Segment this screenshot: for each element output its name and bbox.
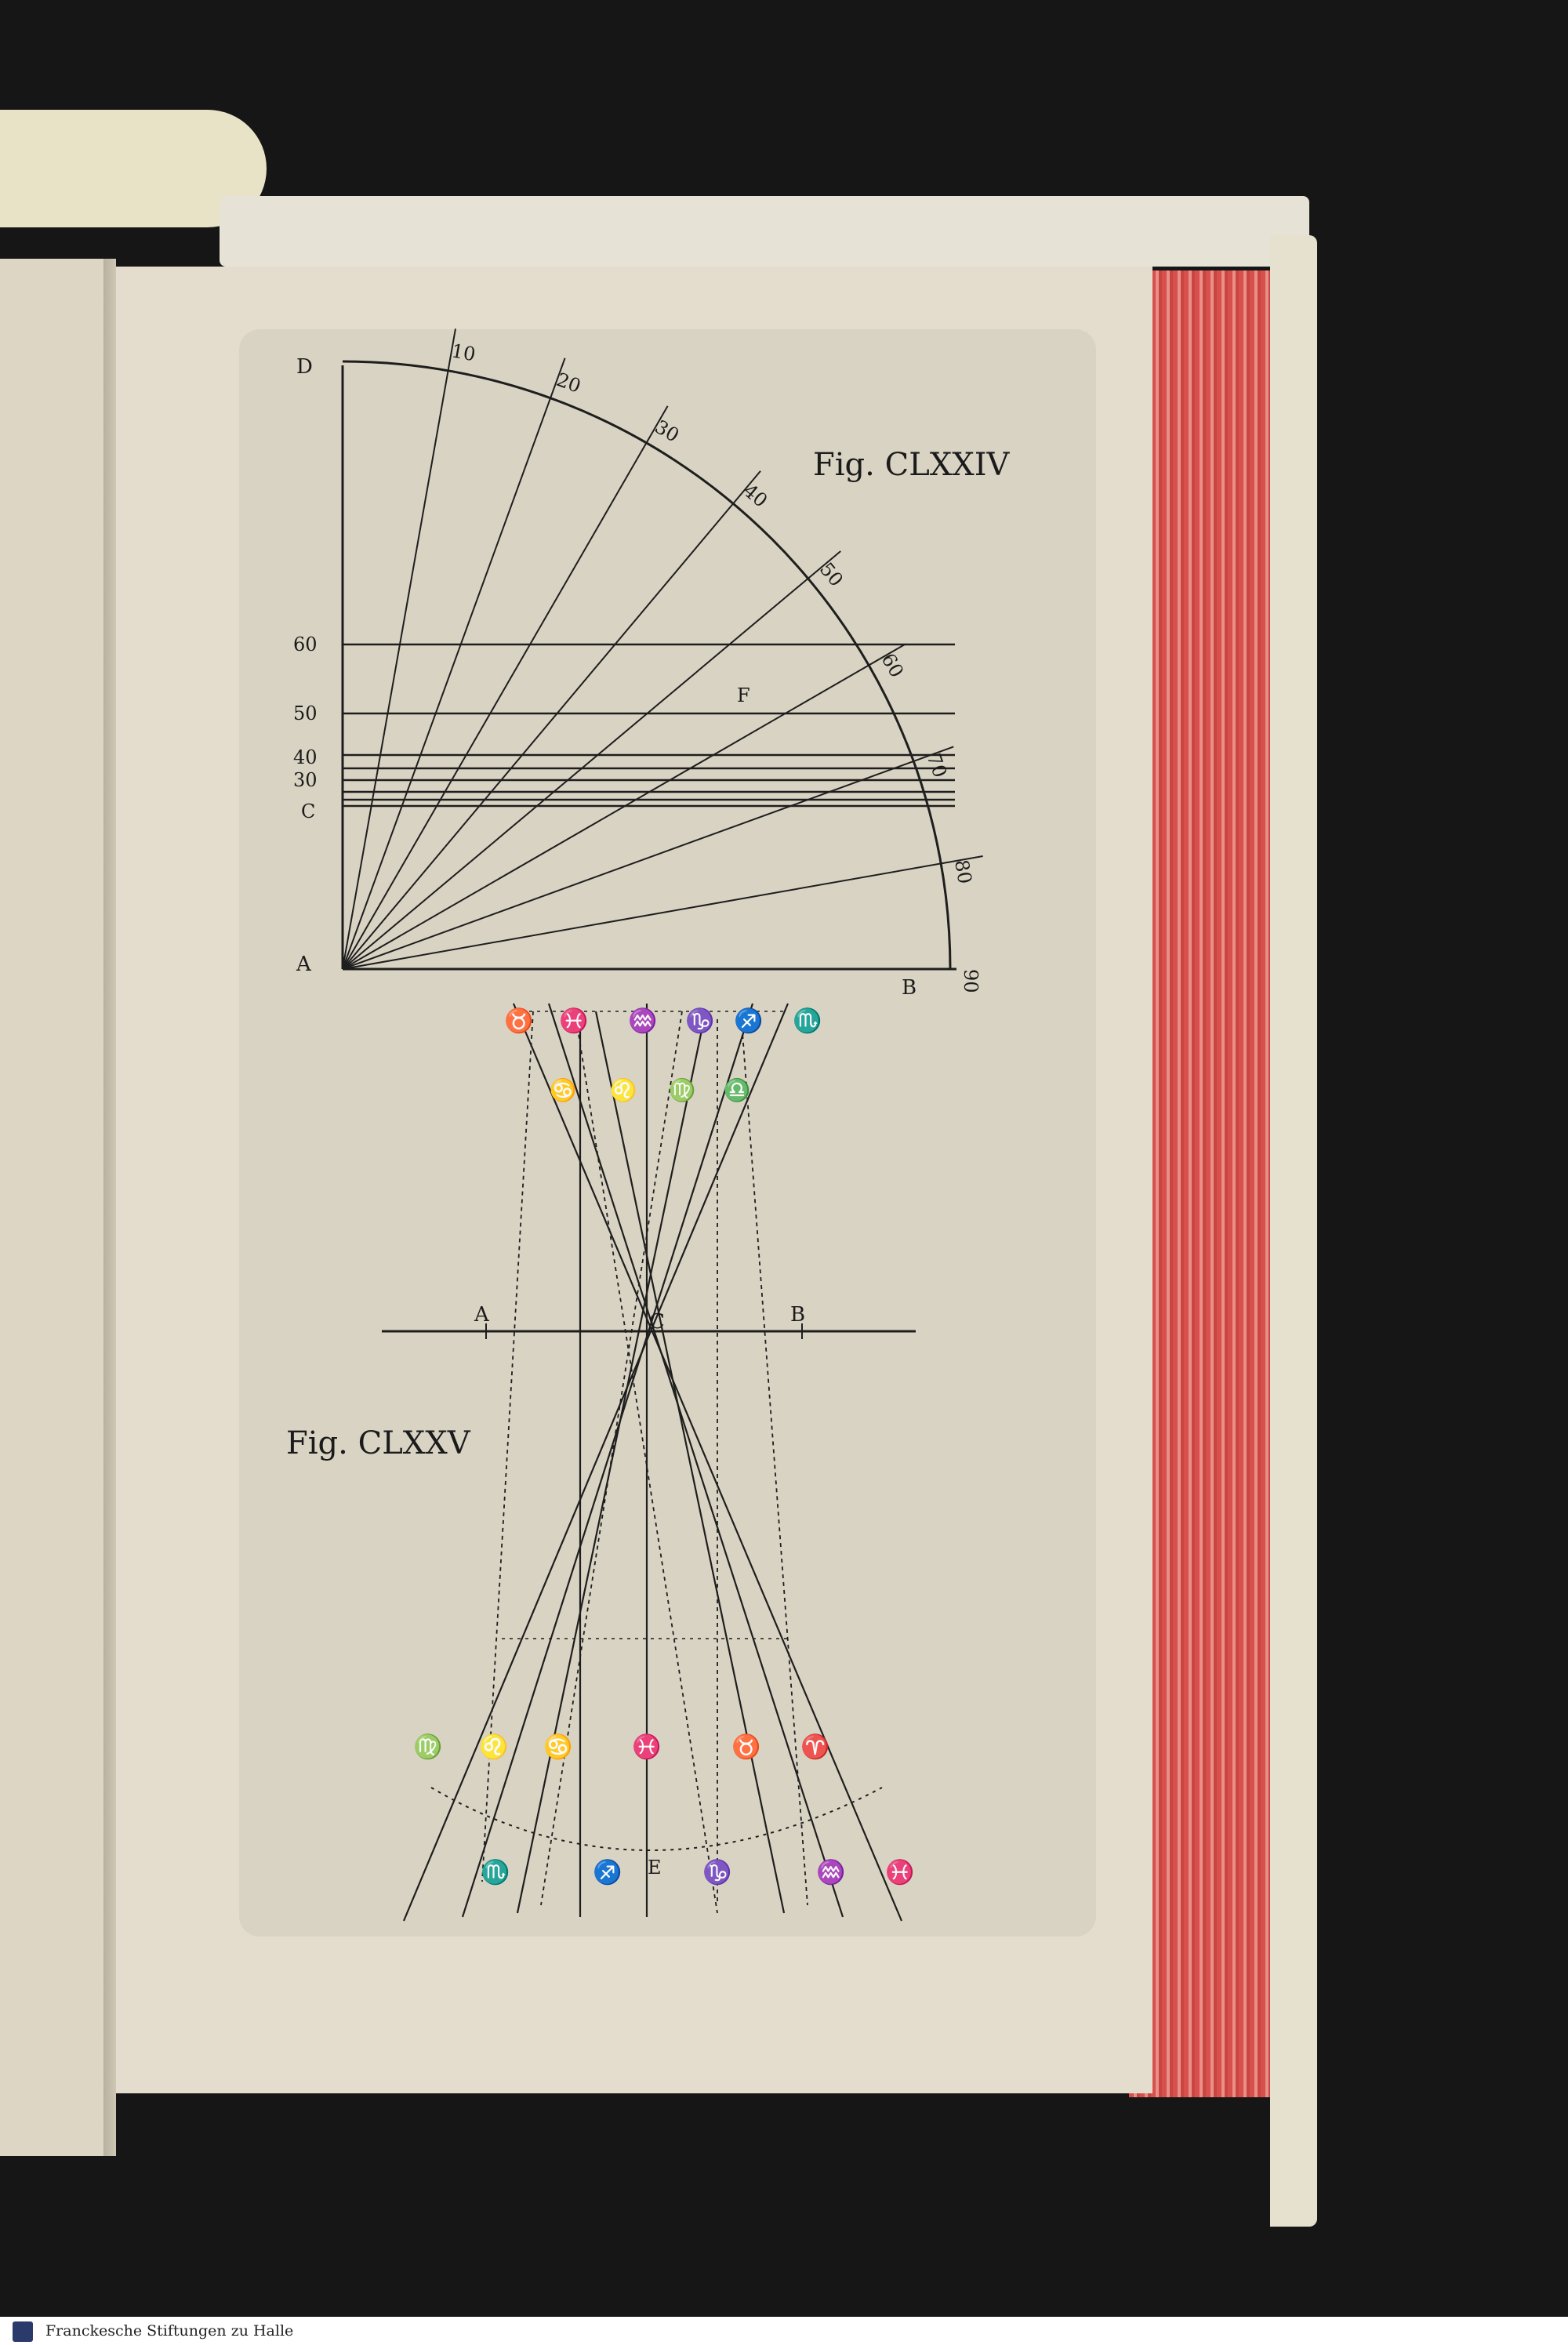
ray-70 — [342, 746, 954, 970]
zodiac-top-2: ♓ — [559, 1007, 588, 1035]
label-A: A — [296, 953, 312, 976]
side-mark-40: 40 — [293, 746, 318, 768]
figure-174 — [341, 329, 983, 971]
arc-mark-90: 90 — [960, 969, 982, 993]
footer-bar: Franckesche Stiftungen zu Halle — [0, 2317, 1568, 2345]
figure-174-caption: Fig. CLXXIV — [813, 447, 1011, 483]
ray-80 — [342, 855, 983, 970]
zodiac-lower-4: ♓ — [632, 1733, 661, 1761]
arc-mark-30: 30 — [652, 416, 683, 447]
book-cover-top — [220, 196, 1309, 267]
zodiac-bottom-4: ♒ — [816, 1858, 845, 1886]
hour-line-2 — [402, 1003, 789, 1922]
label-C-175: C — [649, 1310, 665, 1334]
rays — [342, 329, 983, 970]
label-B: B — [902, 976, 916, 1000]
parallel-lines — [343, 643, 955, 808]
footer-text: Franckesche Stiftungen zu Halle — [45, 2322, 294, 2340]
arc-mark-60: 60 — [877, 650, 909, 681]
institution-logo-icon — [13, 2321, 33, 2342]
arc-mark-50: 50 — [815, 558, 848, 590]
dotted-lines — [481, 1011, 808, 1914]
zodiac-signs: ♉ ♓ ♒ ♑ ♐ ♏ ♋ ♌ ♍ ♎ ♍ ♌ ♋ ♓ ♉ ♈ ♏ ♐ ♑ ♒ ♓ — [413, 1007, 914, 1886]
page-edges — [1129, 270, 1286, 2097]
arc-lower — [430, 1787, 883, 1851]
zodiac-lower-6: ♈ — [800, 1733, 829, 1761]
zodiac-lower-1: ♍ — [413, 1733, 442, 1761]
ray-50 — [342, 550, 841, 970]
label-C: C — [301, 800, 315, 822]
quadrant-arc — [342, 360, 952, 970]
ray-40 — [342, 470, 761, 970]
left-page — [0, 259, 110, 2156]
arc-mark-20: 20 — [554, 368, 583, 397]
zodiac-mid-1: ♋ — [550, 1077, 577, 1103]
arc-mark-40: 40 — [739, 480, 771, 512]
label-E-175: E — [648, 1857, 662, 1879]
zodiac-bottom-5: ♓ — [885, 1858, 914, 1886]
zodiac-mid-2: ♌ — [610, 1077, 637, 1103]
ray-10 — [342, 329, 456, 970]
arc-mark-80: 80 — [950, 858, 976, 885]
arc-mark-10: 10 — [450, 339, 477, 365]
label-D: D — [296, 355, 313, 379]
side-mark-60: 60 — [293, 633, 318, 655]
figure-175-labels: A B C E Fig. CLXXV ♉ ♓ ♒ ♑ ♐ ♏ ♋ ♌ ♍ ♎ ♍ ♌ ♋ ♓ ♉ ♈ ♏ ♐ ♑ ♒ ♓ — [286, 1007, 915, 1886]
hour-line-3 — [547, 1003, 844, 1918]
zodiac-bottom-3: ♑ — [702, 1858, 731, 1886]
label-B-175: B — [790, 1303, 805, 1327]
zodiac-top-6: ♏ — [793, 1007, 822, 1035]
zodiac-mid-3: ♍ — [669, 1077, 696, 1103]
ray-20 — [342, 358, 566, 970]
hour-line-4 — [461, 1003, 754, 1918]
zodiac-lower-3: ♋ — [543, 1733, 572, 1761]
book-gutter — [103, 259, 116, 2156]
zodiac-top-4: ♑ — [685, 1007, 714, 1035]
zodiac-top-5: ♐ — [734, 1007, 763, 1035]
hour-line-5 — [594, 1011, 786, 1914]
label-A-175: A — [474, 1303, 490, 1327]
side-mark-30: 30 — [293, 769, 318, 791]
zodiac-top-1: ♉ — [504, 1007, 533, 1035]
dotted-line-2 — [575, 1018, 718, 1914]
zodiac-mid-4: ♎ — [724, 1077, 751, 1103]
engraved-plate — [239, 329, 1096, 1937]
hour-lines — [402, 1003, 903, 1922]
zodiac-bottom-1: ♏ — [481, 1858, 510, 1886]
figure-175-caption: Fig. CLXXV — [286, 1425, 471, 1461]
figure-175 — [382, 1003, 916, 1922]
zodiac-bottom-2: ♐ — [593, 1858, 622, 1886]
zodiac-lower-2: ♌ — [479, 1733, 508, 1761]
dotted-line-4 — [740, 1011, 808, 1906]
hour-line-1 — [512, 1003, 903, 1922]
ray-30 — [342, 405, 669, 970]
book-cover-right — [1270, 235, 1317, 2227]
zodiac-top-3: ♒ — [628, 1007, 657, 1035]
side-mark-50: 50 — [293, 702, 318, 724]
label-F: F — [737, 684, 750, 706]
zodiac-lower-5: ♉ — [731, 1733, 760, 1761]
dotted-line-3 — [540, 1011, 683, 1906]
